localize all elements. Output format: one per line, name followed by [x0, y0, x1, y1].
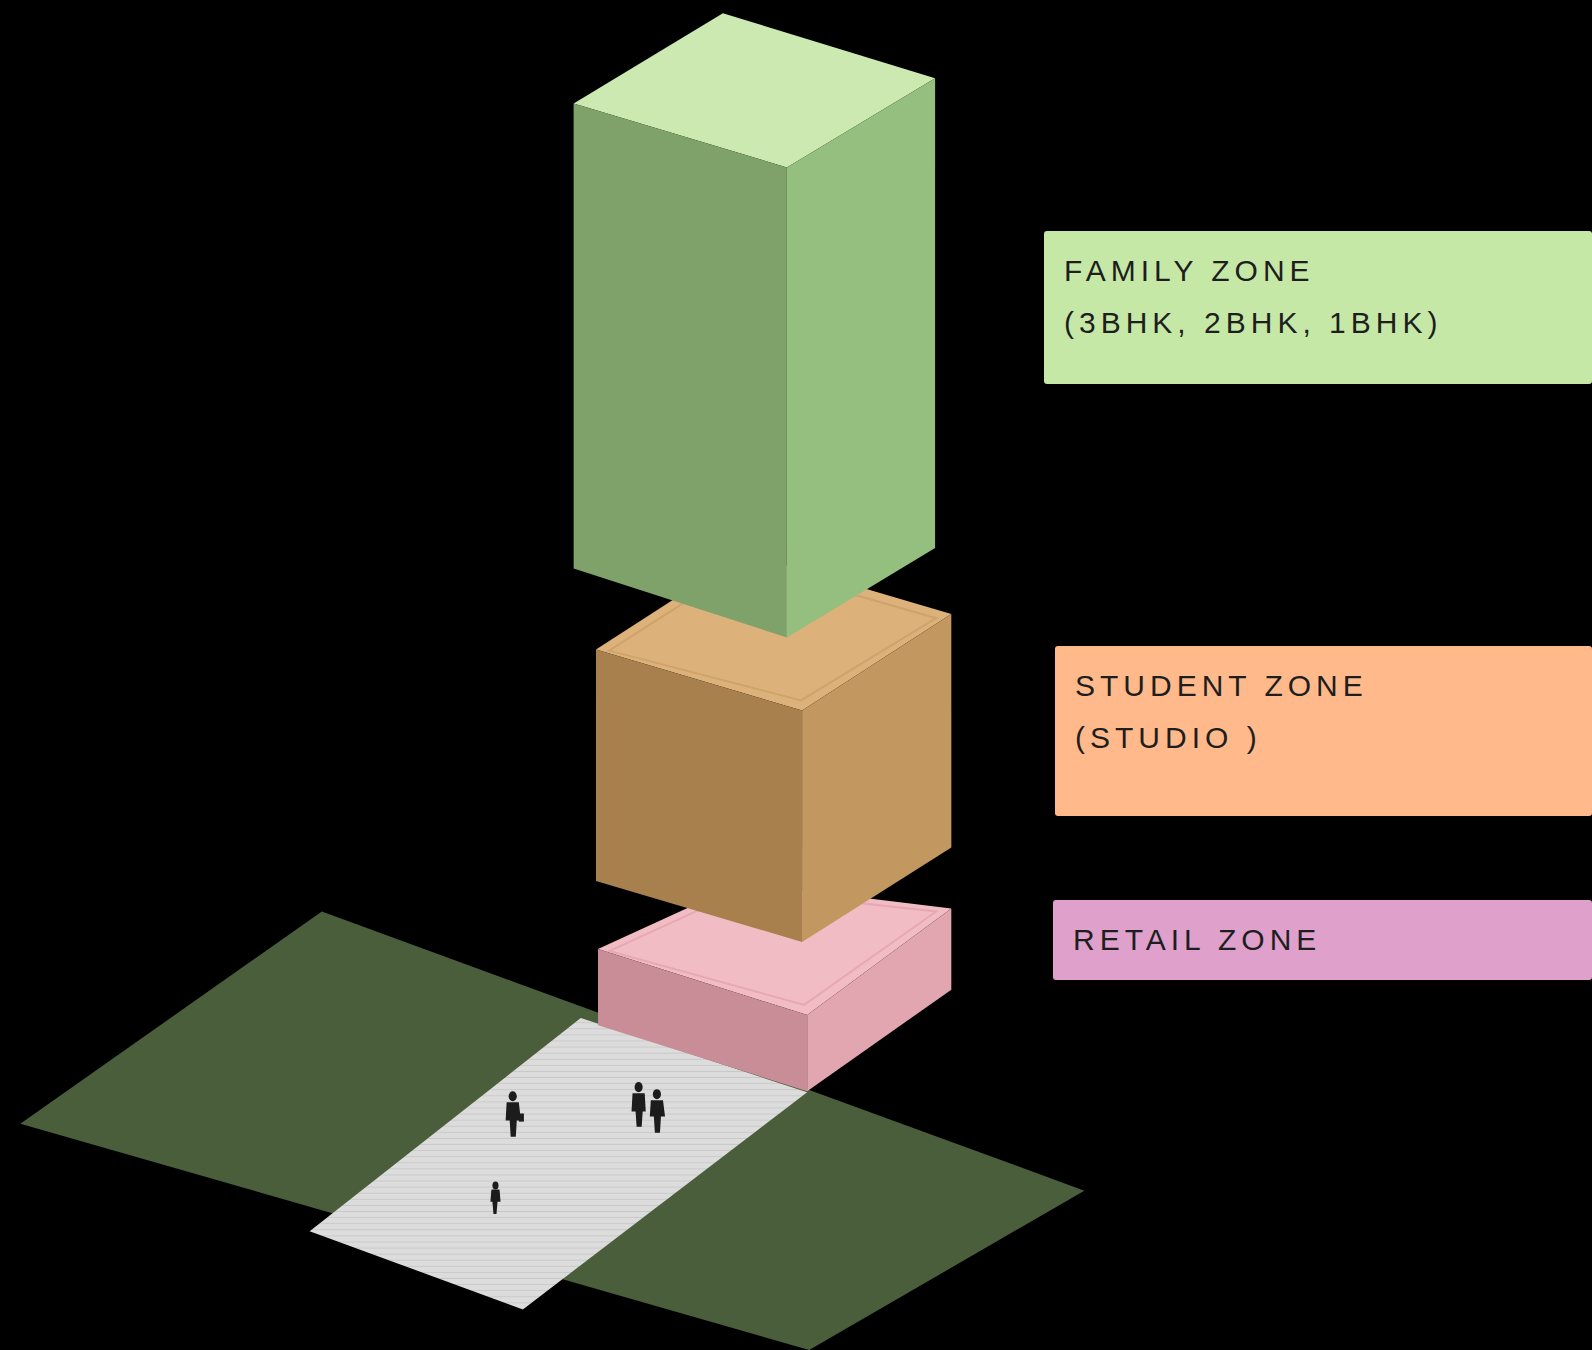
- unit-types: (3BHK, 2BHK, 1BHK): [1064, 297, 1572, 349]
- zone-title: FAMILY ZONE: [1064, 245, 1572, 297]
- people-figures: [490, 1082, 665, 1214]
- unit-types: (STUDIO ): [1075, 712, 1572, 764]
- family-tower: [574, 13, 935, 637]
- zone-label: FAMILY ZONE(3BHK, 2BHK, 1BHK): [1044, 231, 1592, 384]
- zone-label: STUDENT ZONE(STUDIO ): [1055, 646, 1592, 816]
- zone-title: RETAIL ZONE: [1073, 914, 1572, 966]
- zone-title: STUDENT ZONE: [1075, 660, 1572, 712]
- zone-label: RETAIL ZONE: [1053, 900, 1592, 980]
